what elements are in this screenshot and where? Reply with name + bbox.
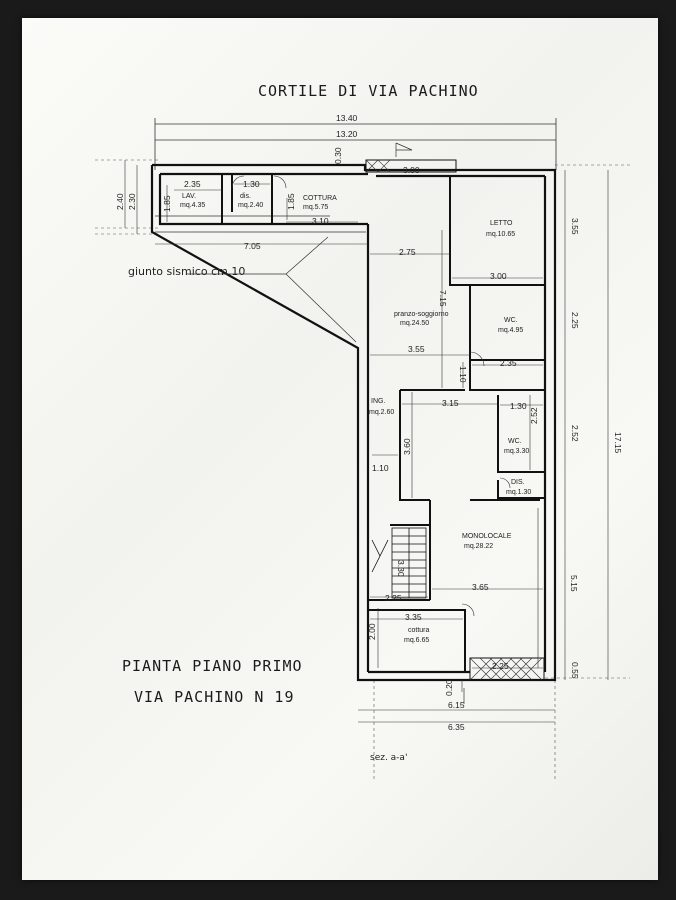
dim-185b: 1.85 [286,193,296,210]
dim-355a: 3.55 [570,218,580,235]
dim-300a: 3.00 [403,165,420,175]
section-label: sez. a-a' [370,753,407,763]
room-cottura1-name: COTTURA [303,195,337,202]
balcony-bottom [469,657,545,681]
room-cottura1-area: mq.5.75 [303,204,328,211]
room-wc1-name: WC. [504,317,518,324]
room-letto-name: LETTO [490,220,513,227]
dim-110b: 1.10 [372,463,389,473]
dim-230: 2.30 [127,193,137,210]
staircase [371,527,427,599]
dim-330: 3.30 [396,560,406,577]
drawing-sheet: CORTILE DI VIA PACHINO 13.40 13.20 [22,18,658,880]
dim-top-inner: 13.20 [336,129,358,139]
dim-335: 3.35 [405,612,422,622]
dim-715: 7.15 [438,290,448,307]
dim-225a: 2.25 [570,312,580,329]
dim-360: 3.60 [402,438,412,455]
dim-705: 7.05 [244,241,261,251]
dim-030: 0.30 [333,147,343,164]
room-dis1-area: mq.2.40 [238,202,263,209]
dim-275: 2.75 [399,247,416,257]
dim-310: 3.10 [312,216,329,226]
seismic-joint-leader [186,236,357,343]
exterior-walls [150,163,557,682]
dim-615: 6.15 [448,700,465,710]
room-ing-name: ING. [371,398,385,405]
seismic-joint-label: giunto sismico cm.10 [128,265,245,278]
dim-top-total: 13.40 [336,113,358,123]
floor-plan: CORTILE DI VIA PACHINO 13.40 13.20 [95,82,630,780]
plan-subtitle-address: VIA PACHINO N 19 [134,688,295,706]
room-wc2-area: mq.3.30 [504,448,529,455]
extension-lines [95,159,630,780]
room-lav-area: mq.4.35 [180,202,205,209]
room-monolocale-area: mq.28.22 [464,543,493,550]
dim-020: 0.20 [444,679,454,696]
top-dimension-lines [154,118,557,233]
room-monolocale-name: MONOLOCALE [462,533,512,540]
room-wc1-area: mq.4.95 [498,327,523,334]
balcony-top [365,159,457,173]
room-dis1-name: dis. [240,193,251,200]
dim-635: 6.35 [448,722,465,732]
dim-185a: 1.85 [162,195,172,212]
dimension-labels: 2.40 2.30 1.85 2.35 1.30 1.85 0.30 3.00 … [115,147,623,732]
internal-dimension-lines [124,160,609,723]
room-dis2-area: mq.1.30 [506,489,531,496]
dim-130a: 1.30 [243,179,260,189]
dim-110a: 1.10 [458,366,468,383]
dim-240: 2.40 [115,193,125,210]
dim-130b: 1.30 [510,401,527,411]
dim-515: 5.15 [569,575,579,592]
room-ing-area: mq.2.60 [369,409,394,416]
dim-225c: 2.25 [492,661,509,671]
dim-200: 2.00 [367,623,377,640]
room-wc2-name: WC. [508,438,522,445]
dim-252a: 2.52 [529,407,539,424]
door-swings [231,175,511,617]
room-dis2-name: DIS. [511,479,525,486]
room-letto-area: mq.10.65 [486,231,515,238]
plan-title: CORTILE DI VIA PACHINO [258,82,479,100]
room-pranzo-name: pranzo-soggiorno [394,311,449,318]
section-marker [395,142,465,704]
dim-252b: 2.52 [570,425,580,442]
room-cottura2-name: cottura [408,627,430,634]
dim-235a: 2.35 [184,179,201,189]
dim-225b: 2.25 [385,593,402,603]
dim-055: 0.55 [570,662,580,679]
room-pranzo-area: mq.24.50 [400,320,429,327]
interior-walls [221,174,545,672]
dim-300b: 3.00 [490,271,507,281]
room-lav-name: LAV. [182,193,196,200]
dim-365: 3.65 [472,582,489,592]
plan-subtitle-floor: PIANTA PIANO PRIMO [122,657,303,675]
dim-315: 3.15 [442,398,459,408]
dim-235b: 2.35 [500,358,517,368]
dim-1715: 17.15 [613,432,623,454]
dim-355b: 3.55 [408,344,425,354]
room-labels: LAV. mq.4.35 dis. mq.2.40 COTTURA mq.5.7… [180,193,531,644]
room-cottura2-area: mq.6.65 [404,637,429,644]
